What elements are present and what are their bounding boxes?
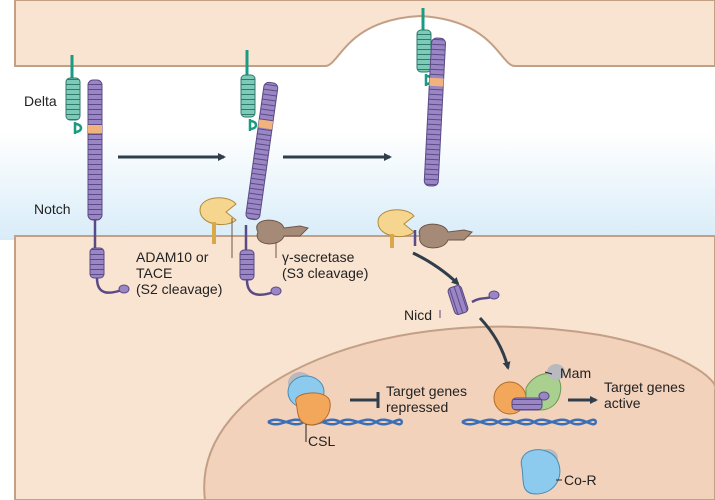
csl-protein [295, 392, 331, 426]
adam-stem [212, 222, 216, 244]
nicd [447, 285, 469, 315]
notch-tail-2 [245, 279, 275, 296]
label-delta: Delta [24, 93, 57, 109]
delta-ligand-3 [416, 29, 432, 73]
corepressor-body [520, 449, 561, 495]
nrr-band-2 [258, 119, 274, 130]
signal-sending-cell [14, 0, 715, 67]
notch-receptor [87, 79, 103, 221]
corepressor-free [520, 449, 562, 495]
activation-complex [493, 364, 565, 415]
grey-subunit-right [547, 364, 565, 380]
dna-left [267, 418, 404, 426]
nucleus [203, 325, 715, 500]
delta-hook-2 [248, 119, 258, 131]
label-repressed-line2: repressed [386, 399, 448, 415]
label-gamma-line2: (S3 cleavage) [282, 265, 368, 281]
label-adam-line1: ADAM10 or [136, 249, 209, 265]
nicd-bound [511, 397, 543, 411]
notch-intracellular [89, 247, 105, 279]
stage-3-complex [377, 8, 473, 249]
label-gamma-line1: γ-secretase [282, 249, 355, 265]
label-repressed-line1: Target genes [386, 383, 467, 399]
csl-repressor-complex [287, 372, 331, 442]
label-cor: Co-R [564, 472, 597, 488]
label-nicd: Nicd [404, 307, 432, 323]
nicd-pest [488, 290, 500, 300]
pest-domain [118, 284, 130, 294]
dna-right [461, 418, 598, 426]
nrr-band [88, 125, 102, 133]
label-active-line2: active [604, 395, 641, 411]
gamma-secretase [256, 219, 309, 245]
stage-1-complex [65, 55, 130, 294]
gamma-secretase-3 [418, 223, 473, 249]
label-csl: CSL [308, 433, 335, 449]
delta-ligand-2 [240, 74, 256, 118]
label-mam: Mam [560, 365, 591, 381]
pest-domain-2 [270, 286, 282, 296]
notch-intracellular-2 [239, 249, 255, 281]
stage-2-complex [199, 50, 309, 296]
nrr-band-3 [429, 77, 444, 87]
label-adam-line2: TACE [136, 265, 172, 281]
notch-tail [95, 277, 123, 294]
adam-protease [199, 197, 237, 226]
delta-hook [73, 122, 83, 134]
delta-ligand [65, 77, 81, 121]
mam-pointer [544, 371, 553, 375]
adam-protease-3 [377, 209, 415, 238]
label-notch: Notch [34, 201, 71, 217]
nicd-body [447, 285, 469, 315]
nicd-bound-pest [538, 391, 550, 401]
notch-receptor-2 [245, 81, 279, 221]
extracellular-space [0, 60, 715, 240]
arrow-to-nucleus [478, 316, 511, 370]
dna-strand-b [267, 418, 404, 426]
arrow-to-nicd [412, 251, 460, 286]
adam-stem-3 [390, 234, 394, 248]
notch-ecd-endocytosed [423, 37, 447, 187]
label-active-line1: Target genes [604, 379, 685, 395]
label-adam-line3: (S2 cleavage) [136, 281, 222, 297]
dna-strand-d [461, 418, 598, 426]
